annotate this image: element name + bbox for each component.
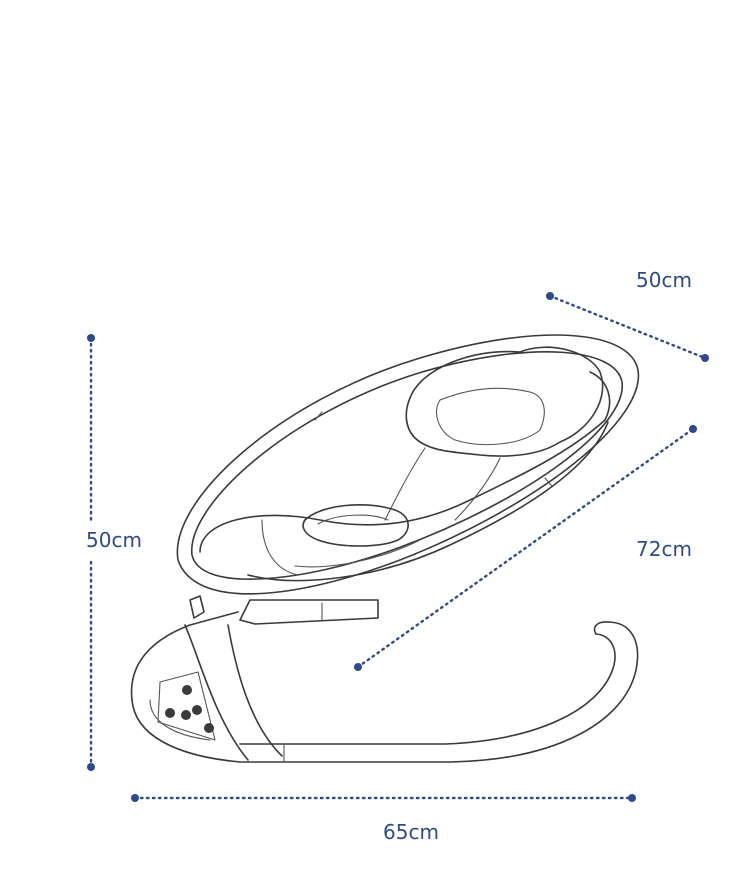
- top-width-label: 50cm: [636, 268, 692, 292]
- rocker-base: [130, 611, 639, 763]
- dimension-line-length: [356, 427, 695, 669]
- length-label: 72cm: [636, 537, 692, 561]
- control-button-4: [181, 710, 191, 720]
- control-button-3: [165, 708, 175, 718]
- control-buttons: [165, 685, 214, 733]
- seat-frame: [176, 334, 640, 595]
- seat-support: [189, 595, 379, 625]
- control-button-1: [182, 685, 192, 695]
- height-label: 50cm: [86, 528, 142, 552]
- seat-cushion: [199, 346, 611, 582]
- dimension-lines: [87, 292, 709, 802]
- base-width-label: 65cm: [383, 820, 439, 844]
- control-button-5: [204, 723, 214, 733]
- control-button-2: [192, 705, 202, 715]
- dimension-line-top: [548, 294, 707, 360]
